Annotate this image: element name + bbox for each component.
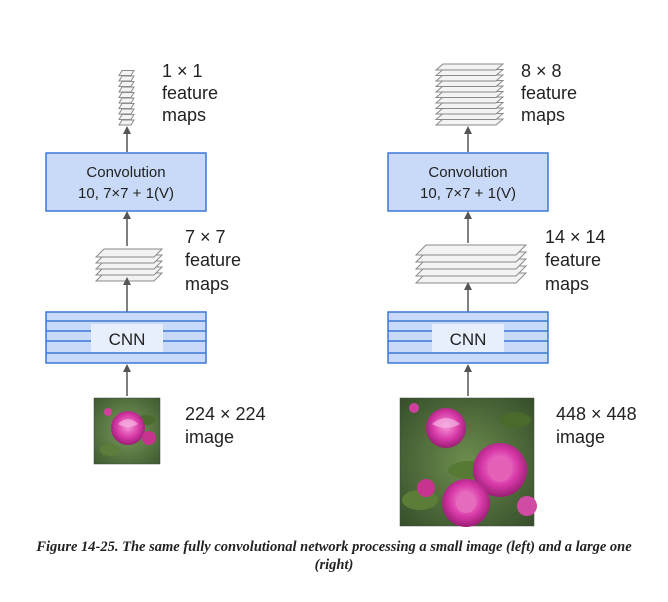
right-conv-params: 10, 7×7 + 1(V) xyxy=(420,185,516,202)
feature-map-layer xyxy=(118,97,135,104)
right-conv-title: Convolution xyxy=(428,164,507,181)
right-input-label: 448 × 448 image xyxy=(556,404,642,447)
feature-map-layer xyxy=(118,119,135,126)
left-conv-params: 10, 7×7 + 1(V) xyxy=(78,185,174,202)
right-cnn-label: CNN xyxy=(450,330,487,349)
right-top-maps-label: 8 × 8 feature maps xyxy=(521,61,582,125)
left-input-label: 224 × 224 image xyxy=(185,404,271,447)
left-input-image xyxy=(93,397,161,465)
feature-map-layer xyxy=(118,81,135,87)
left-mid-feature-stack xyxy=(94,248,164,282)
right-top-feature-stack xyxy=(434,63,505,126)
right-network: 8 × 8 feature maps Convolution 10, 7×7 +… xyxy=(387,61,642,527)
right-conv-box: Convolution 10, 7×7 + 1(V) xyxy=(387,152,549,212)
feature-map-layer xyxy=(118,75,135,82)
feature-map-layer xyxy=(118,114,135,120)
feature-map-layer xyxy=(414,244,528,256)
left-top-feature-stack xyxy=(118,70,135,126)
right-mid-feature-stack xyxy=(414,244,528,284)
figure-caption: Figure 14-25. The same fully convolution… xyxy=(36,539,632,573)
left-top-maps-label: 1 × 1 feature maps xyxy=(162,61,223,125)
left-network: 1 × 1 feature maps Convolution 10, 7×7 +… xyxy=(45,61,271,465)
right-input-image xyxy=(399,397,537,527)
feature-map-layer xyxy=(118,103,135,109)
feature-map-layer xyxy=(118,86,135,93)
left-cnn-block: CNN xyxy=(45,311,207,364)
feature-map-layer xyxy=(94,248,164,258)
feature-map-layer xyxy=(118,108,135,115)
right-mid-maps-label: 14 × 14 feature maps xyxy=(545,227,611,294)
right-cnn-block: CNN xyxy=(387,311,549,364)
left-cnn-label: CNN xyxy=(109,330,146,349)
feature-map-layer xyxy=(118,92,135,98)
feature-map-layer xyxy=(118,70,135,76)
left-conv-box: Convolution 10, 7×7 + 1(V) xyxy=(45,152,207,212)
left-conv-title: Convolution xyxy=(86,164,165,181)
feature-map-layer xyxy=(434,63,505,71)
left-mid-maps-label: 7 × 7 feature maps xyxy=(185,227,246,294)
